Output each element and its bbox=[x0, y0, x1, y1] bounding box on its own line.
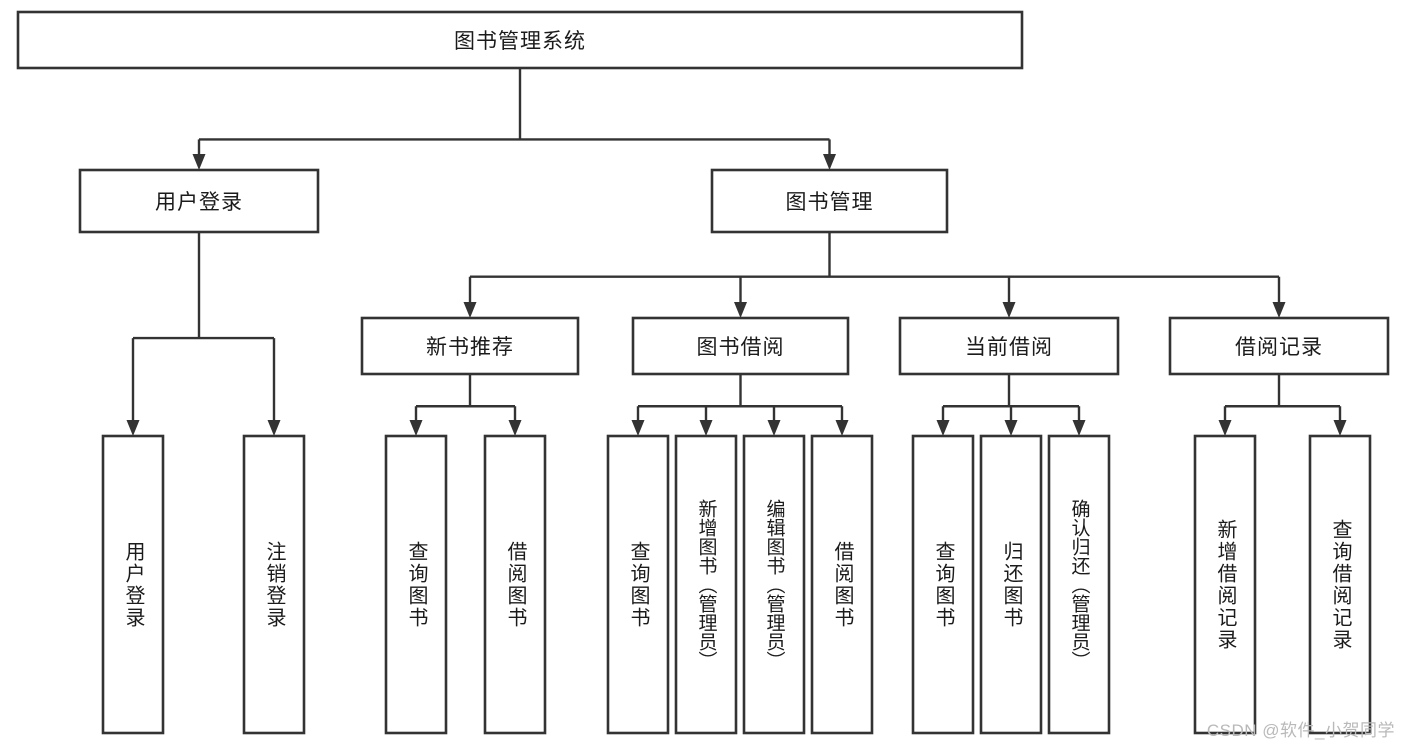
node-box-l-borrow-book-1 bbox=[483, 434, 547, 735]
node-box-n-user-login bbox=[78, 168, 320, 234]
node-box-l-confirm-return bbox=[1047, 434, 1111, 735]
node-box-l-edit-book bbox=[742, 434, 806, 735]
node-box-l-query-book-2 bbox=[606, 434, 670, 735]
node-box-n-new-book-rec bbox=[360, 316, 580, 376]
node-box-n-book-borrow bbox=[631, 316, 850, 376]
node-box-l-query-book-1 bbox=[384, 434, 448, 735]
node-box-n-current-borrow bbox=[898, 316, 1120, 376]
node-box-l-add-record bbox=[1193, 434, 1257, 735]
node-box-l-return-book bbox=[979, 434, 1043, 735]
node-box-l-query-record bbox=[1308, 434, 1372, 735]
node-box-l-user-login bbox=[101, 434, 165, 735]
node-box-root bbox=[16, 10, 1024, 70]
edge-layer bbox=[126, 68, 1347, 436]
node-box-l-logout bbox=[242, 434, 306, 735]
node-box-n-book-mgmt bbox=[710, 168, 949, 234]
watermark: CSDN @软件_小贺同学 bbox=[1206, 721, 1395, 740]
node-box-l-add-book bbox=[674, 434, 738, 735]
node-box-l-borrow-book-2 bbox=[810, 434, 874, 735]
node-box-l-query-book-3 bbox=[911, 434, 975, 735]
node-layer bbox=[16, 10, 1390, 735]
node-box-n-borrow-record bbox=[1168, 316, 1390, 376]
